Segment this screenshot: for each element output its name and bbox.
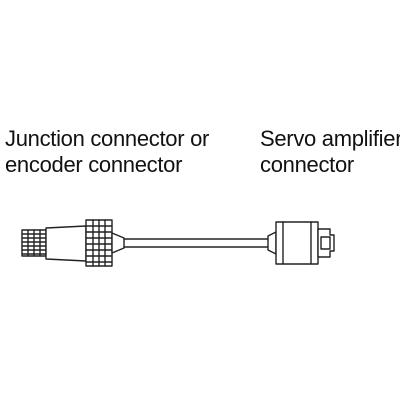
servo-amplifier-connector-label: Servo amplifier connector <box>260 126 400 178</box>
servo-label-line-2: connector <box>260 152 354 177</box>
junction-label-line-2: encoder connector <box>5 152 183 177</box>
junction-label-line-1: Junction connector or <box>5 126 210 151</box>
servo-amplifier-connector-icon <box>267 221 335 265</box>
cable-icon <box>123 238 269 248</box>
servo-label-line-1: Servo amplifier <box>260 126 400 151</box>
junction-connector-icon <box>21 219 125 267</box>
junction-encoder-connector-label: Junction connector or encoder connector <box>5 126 209 178</box>
